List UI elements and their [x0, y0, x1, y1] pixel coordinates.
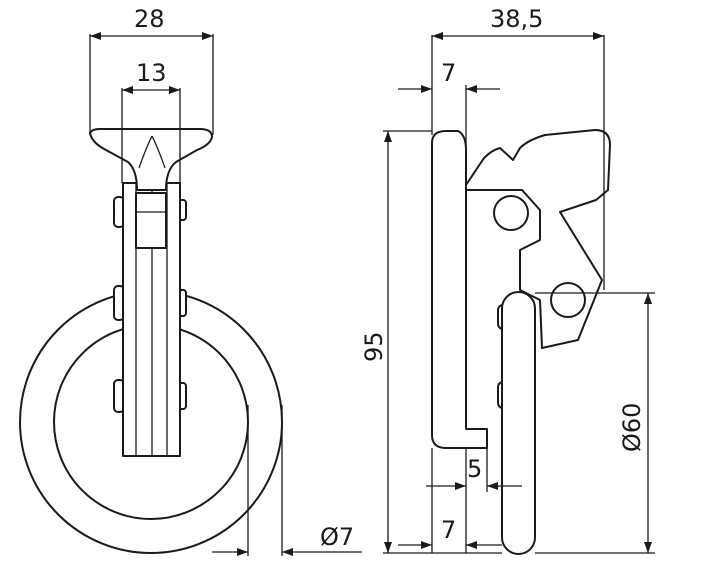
t-handle	[89, 128, 213, 191]
lever-body	[465, 129, 611, 349]
dim-95: 95	[360, 331, 388, 362]
dim-ring-diameter: Ø60	[618, 403, 646, 452]
dim-38-5: 38,5	[490, 5, 543, 33]
pivot-upper	[493, 195, 529, 231]
front-view: 28 13 Ø7	[19, 5, 362, 556]
side-view: 38,5 7 95 5 7 Ø60	[360, 5, 655, 555]
dim-7-top: 7	[441, 59, 456, 87]
dim-13: 13	[136, 59, 167, 87]
pivot-lower	[550, 282, 586, 318]
dim-5: 5	[467, 455, 482, 483]
dim-28: 28	[134, 5, 165, 33]
dim-ring-wire: Ø7	[320, 523, 354, 551]
ring-side	[501, 291, 536, 555]
dim-7-bottom: 7	[441, 516, 456, 544]
latch-block	[135, 192, 167, 249]
